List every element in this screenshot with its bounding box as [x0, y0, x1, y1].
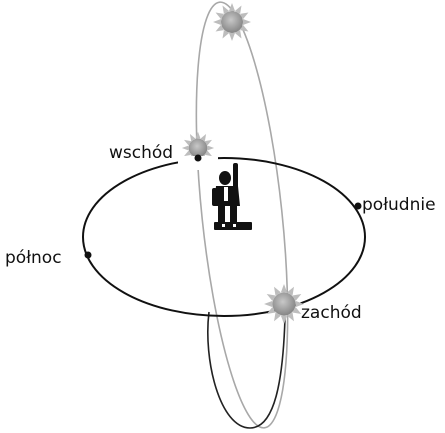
north-point [85, 252, 92, 259]
north-label: północ [5, 250, 62, 267]
person-pointing-icon [212, 163, 252, 230]
sun-path-ellipse [180, 0, 304, 432]
sun-icon-west [264, 284, 304, 324]
west-label: zachód [301, 305, 362, 322]
south-label: południe [362, 197, 436, 214]
south-point [355, 203, 362, 210]
east-label: wschód [109, 145, 173, 162]
